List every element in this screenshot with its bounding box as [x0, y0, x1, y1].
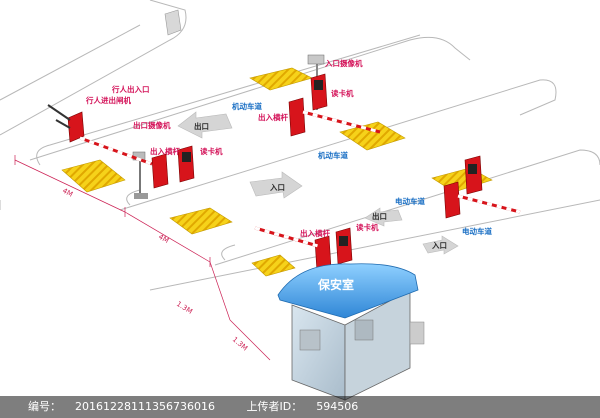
- entry-barrier-group: [288, 54, 381, 137]
- label-card-reader-1: 读卡机: [200, 146, 223, 156]
- label-barrier-top: 出入横杆: [258, 112, 288, 122]
- arrow-exit-top: [177, 111, 233, 139]
- label-barrier-lower: 出入横杆: [300, 228, 330, 238]
- label-motor-lane-mid: 机动车道: [318, 150, 348, 160]
- arrow-entry-mid: [249, 171, 303, 199]
- label-entry-arrow-mid: 入口: [269, 183, 285, 192]
- label-exit-camera: 出口摄像机: [133, 120, 171, 130]
- road-outlines: [0, 0, 600, 291]
- label-card-reader-top: 读卡机: [331, 88, 354, 98]
- control-box: [164, 9, 182, 36]
- footer-uploader: 上传者ID：594506: [246, 400, 359, 413]
- label-barrier-1: 出入横杆: [150, 146, 180, 156]
- label-entry-arrow-lower: 入口: [431, 241, 447, 250]
- dimension-4m-1: 4M: [61, 187, 74, 199]
- dimension-1.3m-1: 1.3M: [175, 300, 194, 316]
- direction-arrows: [177, 111, 459, 255]
- arrow-exit-lower: [364, 207, 403, 227]
- label-guard-house: 保安室: [317, 277, 354, 292]
- label-motor-lane-top: 机动车道: [232, 101, 262, 111]
- dimension-1.3m-2: 1.3M: [231, 335, 249, 352]
- label-exit-arrow-lower: 出口: [372, 211, 387, 221]
- dimension-lines: [14, 155, 271, 361]
- arrow-entry-lower: [422, 235, 459, 255]
- label-pedestrian-gate: 行人进出闸机: [85, 95, 131, 105]
- watermark-footer: 编号：20161228111356736016 上传者ID：594506: [0, 396, 600, 418]
- exit-barrier-group: [79, 136, 195, 199]
- label-exit-arrow-top: 出口: [194, 121, 209, 131]
- dimension-4m-2: 4M: [157, 233, 170, 245]
- label-pedestrian-entry: 行人出入口: [111, 84, 150, 94]
- pedestrian-gate: [47, 104, 85, 143]
- footer-id: 编号：20161228111356736016: [28, 400, 215, 413]
- label-entry-camera: 入口摄像机: [324, 58, 363, 68]
- guard-house: [277, 263, 425, 401]
- label-electric-lane-lower: 电动车道: [462, 226, 492, 236]
- label-card-reader-lower: 读卡机: [356, 222, 379, 232]
- electric-barrier-group: [254, 155, 521, 273]
- label-electric-lane-top: 电动车道: [395, 196, 425, 206]
